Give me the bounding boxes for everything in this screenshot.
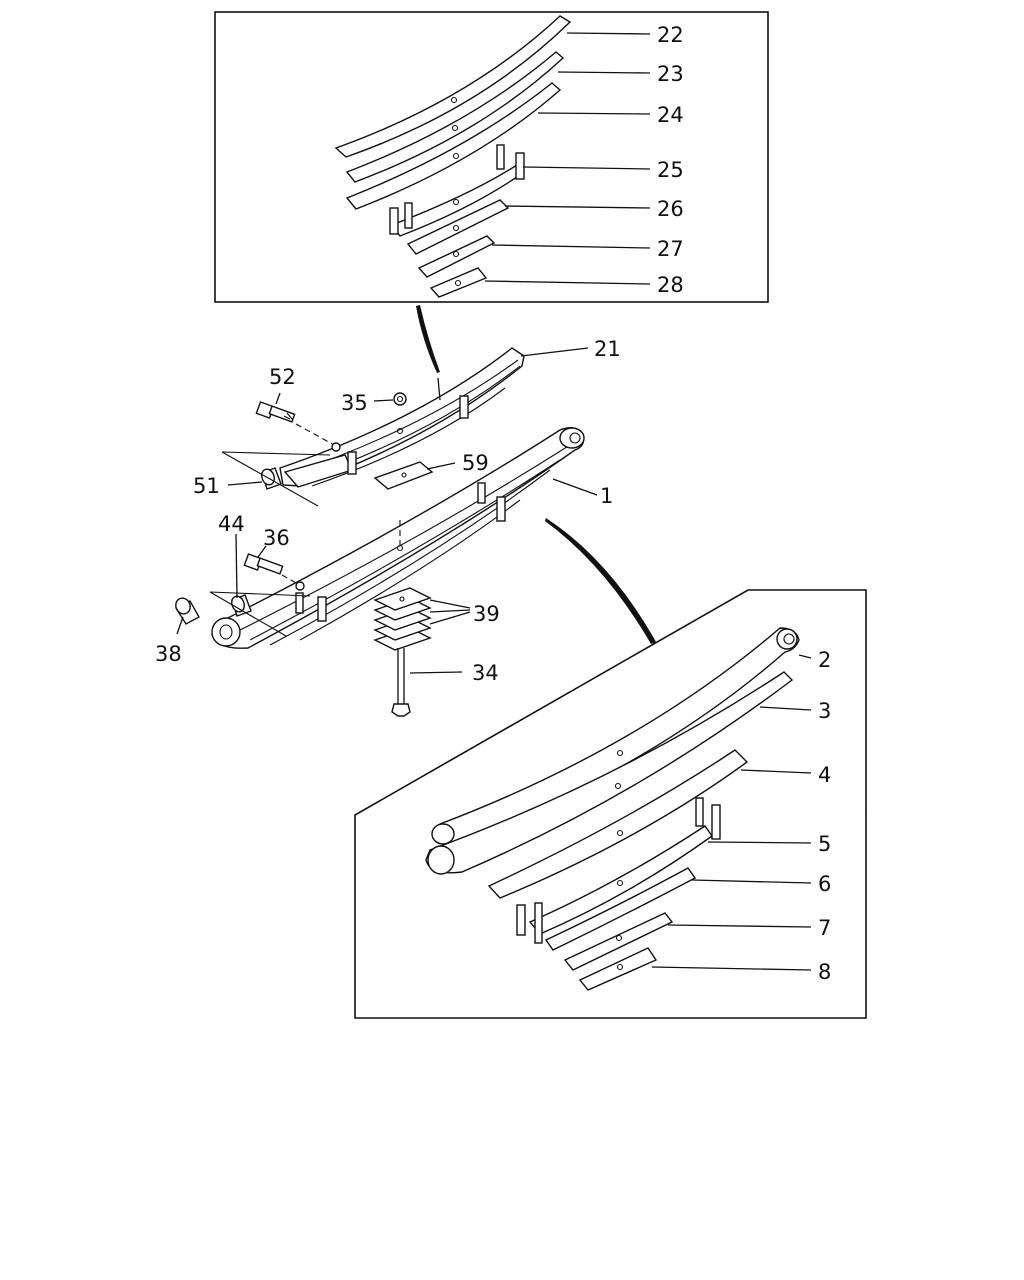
callout-25: 25	[657, 158, 684, 182]
callout-8: 8	[818, 960, 831, 984]
nut-35	[393, 392, 407, 406]
callout-3: 3	[818, 699, 831, 723]
clip-5-left-b	[534, 902, 543, 944]
bolt-36	[243, 553, 284, 575]
main-clip-left	[317, 596, 327, 622]
main-spring-eye-rear	[559, 427, 585, 449]
callout-2: 2	[818, 648, 831, 672]
pad-59	[373, 461, 434, 490]
helper-clip-left	[347, 451, 357, 475]
callout-44: 44	[218, 512, 245, 536]
callout-36: 36	[263, 526, 290, 550]
callout-23: 23	[657, 62, 684, 86]
callout-28: 28	[657, 273, 684, 297]
bushing-44	[231, 594, 252, 617]
callout-22: 22	[657, 23, 684, 47]
callout-4: 4	[818, 763, 831, 787]
leaf-24	[345, 82, 562, 210]
inset-connector-bottom	[545, 518, 656, 644]
callout-7: 7	[818, 916, 831, 940]
callout-27: 27	[657, 237, 684, 261]
spacer-stack-39	[373, 587, 432, 651]
callout-51: 51	[193, 474, 220, 498]
callout-5: 5	[818, 832, 831, 856]
callout-1: 1	[600, 484, 613, 508]
helper-spring-inset-frame	[214, 11, 769, 303]
clip-5-right-b	[711, 804, 721, 840]
leaf-2-rear-eye	[776, 628, 798, 650]
clip-25-left	[389, 207, 399, 235]
helper-clip-right	[459, 395, 469, 419]
clip-25-right	[496, 144, 505, 170]
helper-spring-inset: 22 23 24 25 26 27 28	[214, 11, 769, 303]
main-clip-right-b	[477, 482, 486, 504]
main-spring-eye-front	[211, 617, 241, 647]
callout-24: 24	[657, 103, 684, 127]
clip-25-left-b	[404, 202, 413, 229]
bolt-52	[255, 401, 296, 423]
callout-52: 52	[269, 365, 296, 389]
leaf-6	[544, 867, 697, 951]
bushing-51	[261, 467, 282, 490]
inset-connector-top	[416, 305, 440, 373]
main-spring-1	[211, 427, 585, 649]
main-spring-inset: 2 3 4 5 6 7 8	[354, 589, 867, 1019]
bushing-38	[174, 597, 200, 625]
center-bolt-34	[391, 648, 411, 717]
callout-39: 39	[473, 602, 500, 626]
leaf-28	[429, 267, 488, 298]
clip-5-left	[516, 904, 526, 936]
spring-assembly: 21 52 35 59 51 1 44 36 38 39 34	[155, 337, 621, 717]
main-clip-left-b	[295, 592, 304, 614]
callout-6: 6	[818, 872, 831, 896]
callout-35: 35	[341, 391, 368, 415]
main-clip-right	[496, 496, 506, 522]
callout-21: 21	[594, 337, 621, 361]
callout-59: 59	[462, 451, 489, 475]
main-spring-inset-frame	[354, 589, 867, 1019]
callout-34: 34	[472, 661, 499, 685]
leaf-7	[563, 912, 674, 971]
clip-5-right	[695, 797, 704, 827]
leaf-3	[425, 671, 794, 874]
leaf-4	[487, 749, 749, 899]
clip-25-right-b	[515, 152, 525, 180]
callout-38: 38	[155, 642, 182, 666]
leaf-23	[345, 51, 565, 183]
callout-26: 26	[657, 197, 684, 221]
leaf-22	[334, 15, 572, 158]
helper-spring-21	[279, 347, 525, 487]
